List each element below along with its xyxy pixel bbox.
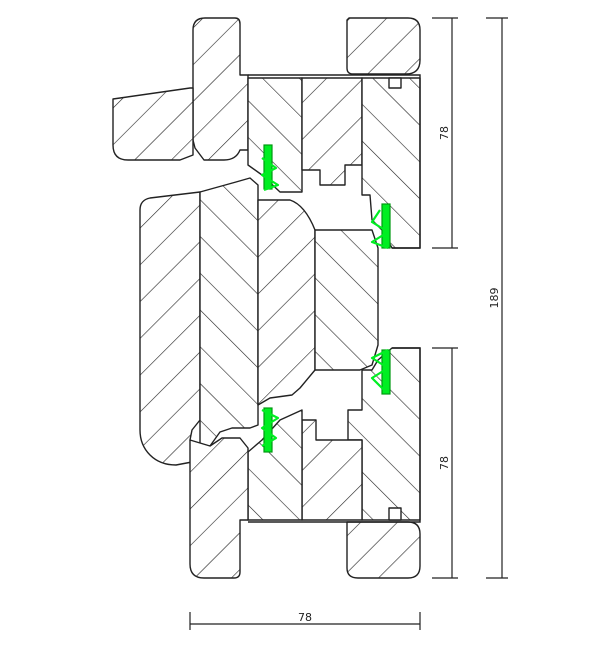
upper-laminate-c — [361, 77, 421, 249]
upper-notch — [388, 77, 402, 89]
upper-laminate-a — [247, 77, 303, 193]
lower-profile — [189, 347, 421, 579]
central-laminate-b — [257, 199, 316, 406]
lower-notch — [388, 507, 402, 521]
gasket-lower-right-seal — [370, 349, 390, 393]
gasket-upper-right-seal — [370, 209, 390, 250]
dimension-width: 78 — [189, 611, 421, 630]
dim-upper-label: 78 — [438, 126, 451, 140]
gasket-upper-strip — [263, 144, 273, 190]
lower-outer-block — [189, 437, 249, 579]
central-laminate-c — [314, 229, 379, 371]
upper-outer-block — [192, 17, 249, 161]
gasket-lower-seal — [260, 409, 280, 447]
lower-laminate-b — [301, 419, 363, 521]
gasket-upper-seal — [260, 157, 280, 192]
lower-cap-piece — [346, 521, 421, 579]
central-laminate-a — [199, 177, 259, 447]
upper-profile — [112, 17, 421, 249]
dimension-overall: 189 — [486, 17, 508, 579]
gasket-upper-right-strip — [381, 203, 391, 249]
upper-sill-nose — [112, 87, 194, 161]
dim-lower-label: 78 — [438, 456, 451, 470]
upper-laminate-b — [301, 77, 363, 186]
central-outer-block — [139, 191, 201, 466]
dimension-upper: 78 — [432, 17, 458, 249]
upper-cap-piece — [346, 17, 421, 75]
central-sash — [139, 177, 379, 466]
dim-width-label: 78 — [298, 611, 312, 624]
dimension-lower: 78 — [432, 347, 458, 579]
lower-laminate-a — [247, 409, 303, 521]
lower-frame-outline — [248, 347, 421, 523]
dim-overall-label: 189 — [488, 288, 501, 309]
gaskets — [260, 144, 391, 453]
upper-frame-outline — [248, 74, 421, 249]
